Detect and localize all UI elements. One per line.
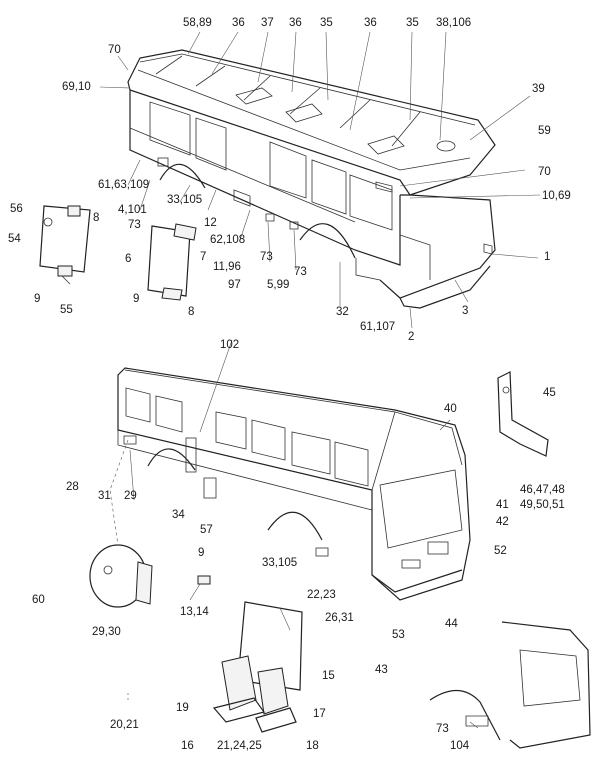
callout-label: 31 bbox=[98, 490, 111, 502]
callout-label: 43 bbox=[375, 664, 388, 676]
callout-label: 7 bbox=[200, 251, 207, 263]
callout-label: 102 bbox=[220, 339, 240, 351]
callout-label: 40 bbox=[444, 403, 457, 415]
callout-label: 57 bbox=[200, 524, 213, 536]
callout-label: 28 bbox=[66, 481, 79, 493]
callout-label: 41 bbox=[496, 499, 509, 511]
callout-label: 21,24,25 bbox=[217, 740, 262, 752]
callout-label: 37 bbox=[261, 17, 274, 29]
callout-label: 18 bbox=[306, 740, 319, 752]
callout-label: 52 bbox=[494, 545, 507, 557]
mudflap-assembly bbox=[212, 601, 303, 733]
callout-label: 61,63,109 bbox=[98, 179, 150, 191]
callout-label: 36 bbox=[232, 17, 245, 29]
callout-label: 73 bbox=[260, 251, 273, 263]
callout-label: 53 bbox=[392, 629, 405, 641]
callout-label: 35 bbox=[320, 17, 333, 29]
callout-label: 2 bbox=[408, 331, 415, 343]
callout-label: 73 bbox=[436, 723, 449, 735]
rear-bus-detail bbox=[429, 621, 591, 749]
callout-label: 19 bbox=[176, 702, 189, 714]
callout-label: 54 bbox=[8, 233, 21, 245]
leader-lines bbox=[99, 31, 541, 729]
callout-label: 4,101 bbox=[118, 204, 147, 216]
callout-label: 3 bbox=[462, 305, 469, 317]
callout-label: 22,23 bbox=[307, 589, 336, 601]
callout-label: 29,30 bbox=[92, 626, 121, 638]
callout-label: 1 bbox=[544, 251, 551, 263]
callout-label: 32 bbox=[336, 306, 349, 318]
callout-label: 58,89 bbox=[183, 17, 212, 29]
callout-label: 60 bbox=[32, 594, 45, 606]
callout-label: 8 bbox=[188, 306, 195, 318]
callout-label: 33,105 bbox=[167, 194, 203, 206]
callout-label: 33,105 bbox=[262, 557, 298, 569]
callout-label: 61,107 bbox=[360, 321, 396, 333]
callout-label: 15 bbox=[322, 670, 335, 682]
callout-label: 73 bbox=[128, 219, 141, 231]
callout-label: 104 bbox=[450, 740, 470, 752]
callout-label: 11,96 bbox=[213, 261, 241, 273]
callout-label: 35 bbox=[406, 17, 419, 29]
callout-label: 44 bbox=[445, 618, 458, 630]
callout-label: 34 bbox=[172, 509, 185, 521]
callout-label: 9 bbox=[133, 293, 140, 305]
callout-label: 55 bbox=[60, 304, 73, 316]
lower-bus-body bbox=[117, 367, 471, 601]
callout-label: 59 bbox=[538, 125, 551, 137]
hatch-panel-center bbox=[147, 223, 197, 301]
callout-label: 5,99 bbox=[267, 279, 290, 291]
callout-label: 69,10 bbox=[62, 81, 91, 93]
callout-label: 29 bbox=[124, 490, 137, 502]
hatch-panel-left bbox=[39, 205, 91, 285]
callout-label: 9 bbox=[34, 293, 41, 305]
clip-part bbox=[197, 575, 211, 585]
callout-label: 9 bbox=[198, 547, 205, 559]
callout-label: 38,106 bbox=[436, 17, 472, 29]
upper-bus-body bbox=[127, 49, 496, 309]
callout-label: 36 bbox=[289, 17, 302, 29]
callout-label: 97 bbox=[228, 279, 241, 291]
callout-label: 70 bbox=[538, 166, 551, 178]
callout-label: 62,108 bbox=[210, 234, 246, 246]
callout-label: 6 bbox=[125, 253, 132, 265]
callout-label: 45 bbox=[543, 387, 556, 399]
callout-label: 36 bbox=[364, 17, 377, 29]
callout-label: 20,21 bbox=[110, 719, 139, 731]
callout-label: 8 bbox=[93, 212, 100, 224]
callout-label: 39 bbox=[532, 83, 545, 95]
callout-label: 17 bbox=[313, 708, 326, 720]
callout-label: 12 bbox=[204, 217, 217, 229]
bracket-part bbox=[497, 371, 549, 457]
callout-label: 13,14 bbox=[180, 606, 209, 618]
callout-label: 26,31 bbox=[325, 612, 354, 624]
callout-label: 56 bbox=[10, 203, 23, 215]
callout-label: 49,50,51 bbox=[520, 499, 565, 511]
callout-label: 16 bbox=[181, 740, 194, 752]
callout-label: 70 bbox=[108, 44, 121, 56]
fuel-door bbox=[89, 544, 153, 608]
callout-label: 73 bbox=[294, 266, 307, 278]
callout-label: 46,47,48 bbox=[520, 484, 565, 496]
callout-label: 10,69 bbox=[542, 190, 571, 202]
callout-label: 42 bbox=[496, 516, 509, 528]
